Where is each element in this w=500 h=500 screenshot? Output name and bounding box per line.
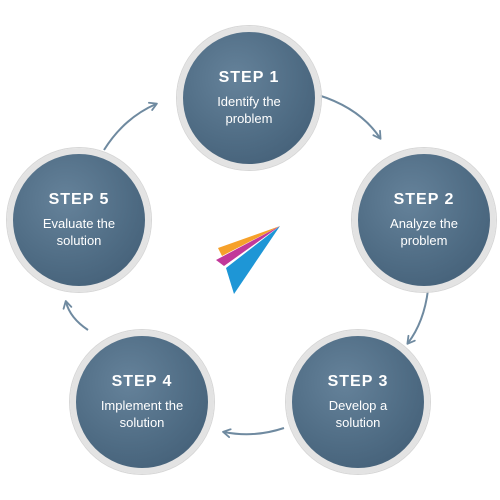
step-5-title: STEP 5 xyxy=(48,191,110,208)
arrow-step1-to-step2 xyxy=(317,94,382,140)
paper-plane-logo-icon xyxy=(216,226,280,294)
step-5-description: Evaluate the solution xyxy=(42,216,116,248)
arrow-step3-to-step4 xyxy=(222,427,285,438)
step-3-description: Develop a solution xyxy=(328,398,388,430)
step-1-circle: STEP 1 Identify the problem xyxy=(177,26,321,170)
step-3-circle: STEP 3 Develop a solution xyxy=(286,330,430,474)
logo-orange-stripe xyxy=(218,226,280,256)
arrow-step2-to-step3 xyxy=(406,289,429,345)
step-1-description: Identify the problem xyxy=(217,94,281,126)
step-3-title: STEP 3 xyxy=(327,373,389,390)
logo-magenta-stripe xyxy=(216,226,280,266)
logo-blue-stripe xyxy=(226,226,280,294)
arrow-step4-to-step5 xyxy=(62,300,89,331)
step-4-description: Implement the solution xyxy=(100,398,184,430)
step-5-circle: STEP 5 Evaluate the solution xyxy=(7,148,151,292)
step-1-title: STEP 1 xyxy=(218,69,280,86)
step-2-description: Analyze the problem xyxy=(390,216,458,248)
arrow-step5-to-step1 xyxy=(103,101,158,151)
step-4-title: STEP 4 xyxy=(111,373,173,390)
step-2-title: STEP 2 xyxy=(393,191,455,208)
step-2-circle: STEP 2 Analyze the problem xyxy=(352,148,496,292)
step-4-circle: STEP 4 Implement the solution xyxy=(70,330,214,474)
